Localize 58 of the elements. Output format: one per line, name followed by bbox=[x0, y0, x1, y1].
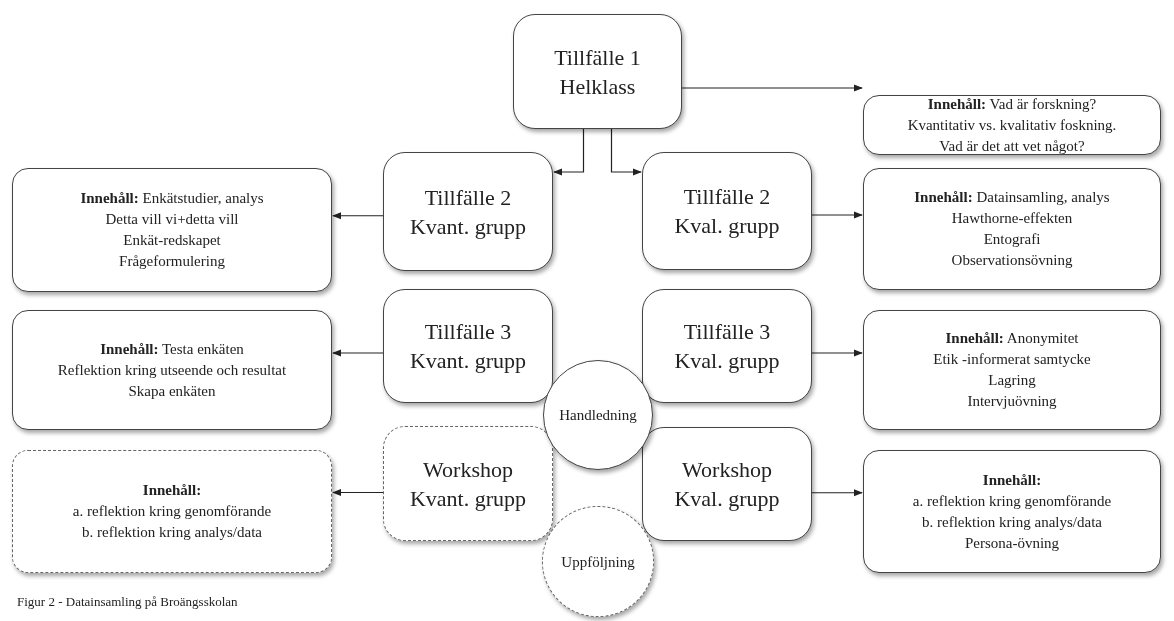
node-text: Innehåll: bbox=[982, 470, 1042, 490]
node-text: b. reflektion kring analys/data bbox=[922, 512, 1102, 532]
node-text: Innehåll: Datainsamling, analys bbox=[914, 188, 1110, 207]
node-text: Persona-övning bbox=[964, 533, 1060, 553]
arrow bbox=[610, 128, 642, 176]
arrow bbox=[332, 488, 384, 497]
node-text: Handledning bbox=[559, 406, 637, 424]
arrow bbox=[811, 211, 863, 219]
caption: Figur 2 - Datainsamling på Broängsskolan bbox=[17, 593, 238, 611]
node-text: Innehåll: bbox=[142, 481, 202, 500]
session-box bbox=[642, 152, 812, 270]
arrow bbox=[811, 489, 863, 497]
node-text: Innehåll: Vad är forskning? bbox=[927, 94, 1097, 114]
node-text: Skapa enkäten bbox=[128, 381, 216, 401]
node-text: a. reflektion kring genomförande bbox=[72, 502, 272, 521]
node-text: Tillfälle 3 Kvant. grupp bbox=[408, 318, 528, 375]
node-text: Enkät-redskapet bbox=[123, 231, 221, 250]
node-text: Vad är det att vet något? bbox=[939, 136, 1085, 156]
node-text: Uppföljning bbox=[561, 552, 635, 571]
node-text: Innehåll: Enkätstudier, analys bbox=[80, 189, 264, 208]
session-box bbox=[642, 427, 812, 541]
node-text: Tillfälle 1 Helklass bbox=[553, 43, 642, 101]
arrow bbox=[811, 349, 863, 357]
node-text: Lagring bbox=[988, 371, 1036, 390]
node-text: Intervjuövning bbox=[967, 392, 1057, 411]
node-text: Entografi bbox=[983, 230, 1041, 249]
node-text: Innehåll: Testa enkäten bbox=[100, 339, 244, 359]
content-box bbox=[12, 168, 332, 292]
content-box bbox=[863, 310, 1161, 430]
arrow bbox=[332, 349, 384, 357]
arrow bbox=[681, 84, 863, 92]
node-text: Observationsövning bbox=[951, 251, 1073, 270]
node-text: Workshop Kval. grupp bbox=[673, 456, 781, 513]
node-text: Tillfälle 2 Kvant. grupp bbox=[408, 183, 528, 241]
node-text: Workshop Kvant. grupp bbox=[408, 455, 528, 513]
node-text: a. reflektion kring genomförande bbox=[912, 491, 1112, 511]
node-text: Reflektion kring utseende och resultat bbox=[57, 360, 287, 380]
node-text: Hawthorne-effekten bbox=[951, 209, 1073, 228]
node-text: b. reflektion kring analys/data bbox=[82, 523, 262, 542]
node-text: Innehåll: Anonymitet bbox=[945, 329, 1079, 348]
session-box bbox=[642, 289, 812, 403]
content-box bbox=[12, 310, 332, 430]
node-text: Tillfälle 3 Kval. grupp bbox=[673, 318, 781, 375]
content-box bbox=[863, 95, 1161, 155]
session-box bbox=[513, 14, 682, 129]
node-text: Kvantitativ vs. kvalitativ foskning. bbox=[907, 115, 1117, 135]
node-text: Tillfälle 2 Kval. grupp bbox=[673, 183, 781, 240]
session-box bbox=[383, 426, 553, 541]
content-box bbox=[863, 168, 1161, 290]
arrow bbox=[553, 128, 585, 176]
node-text: Frågeformulering bbox=[119, 252, 225, 271]
arrow bbox=[332, 212, 384, 220]
content-box bbox=[12, 450, 332, 573]
content-box bbox=[863, 450, 1161, 573]
session-box bbox=[383, 152, 553, 271]
session-box bbox=[383, 289, 553, 403]
node-text: Detta vill vi+detta vill bbox=[105, 210, 239, 229]
node-text: Etik -informerat samtycke bbox=[933, 350, 1091, 369]
